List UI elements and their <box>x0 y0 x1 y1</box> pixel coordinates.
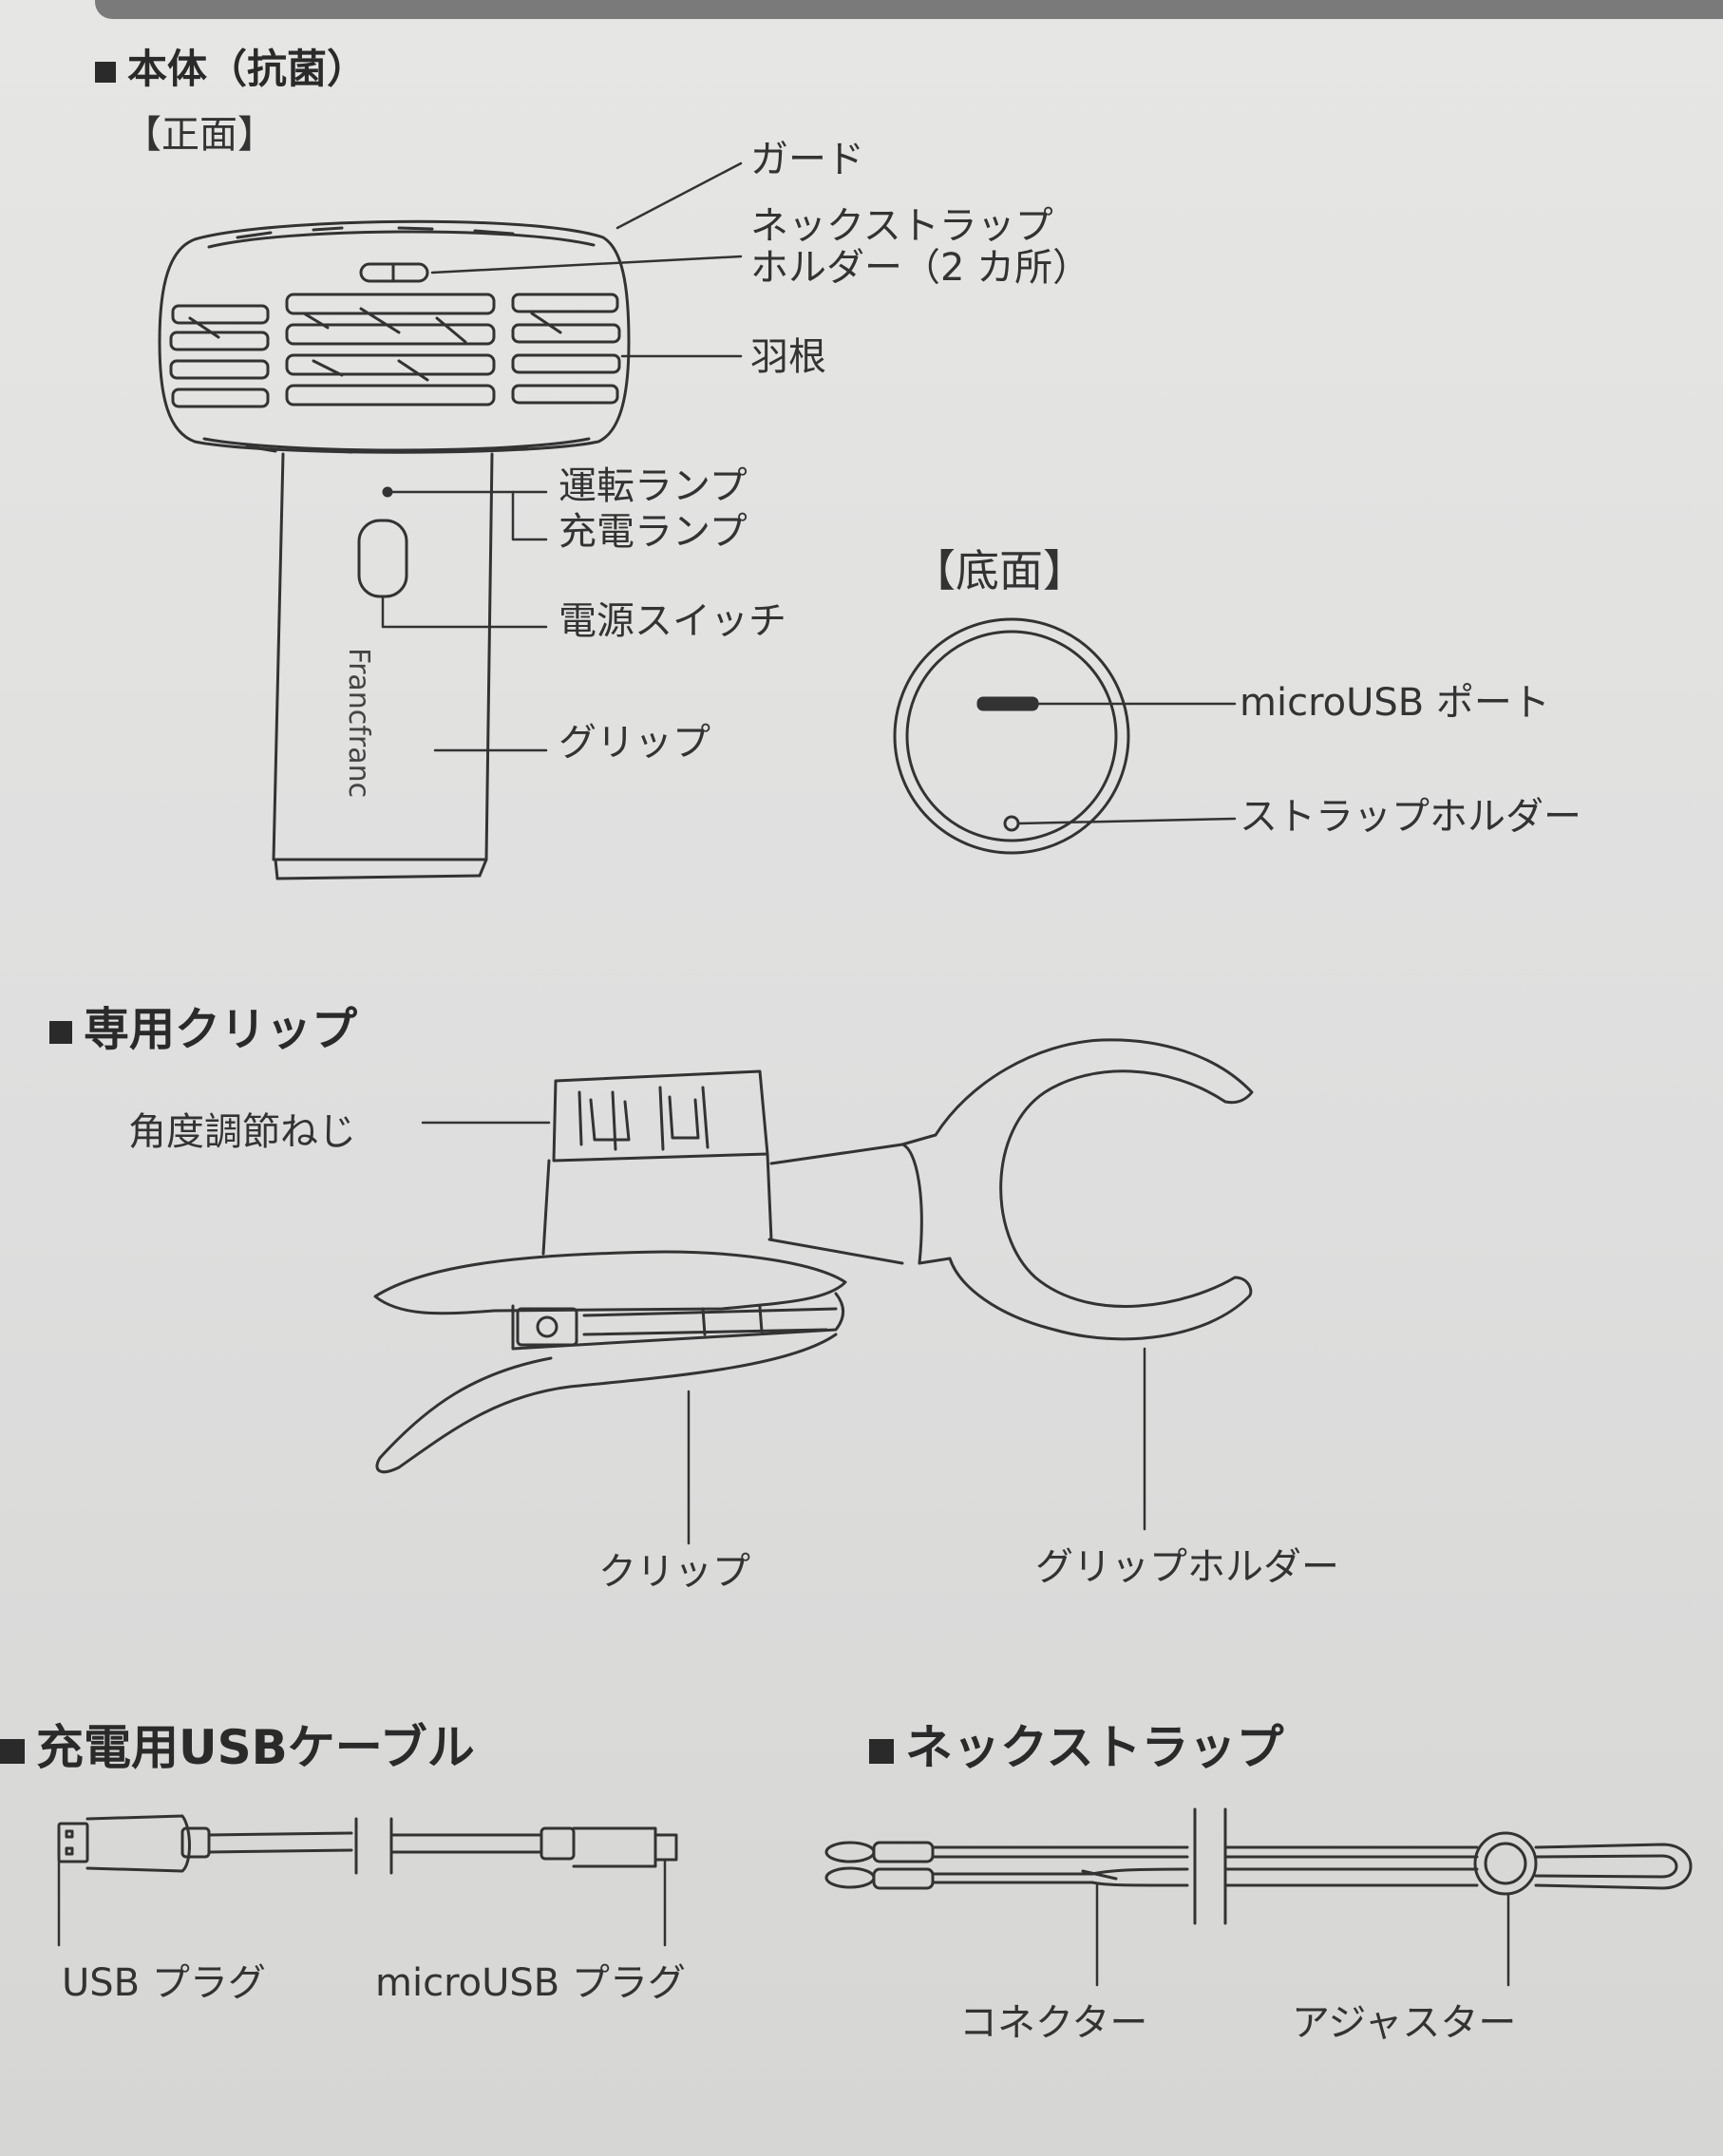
label-guard: ガード <box>750 138 864 181</box>
label-adjuster: アジャスター <box>1292 2001 1517 2045</box>
label-connector: コネクター <box>959 2001 1148 2045</box>
label-blades: 羽根 <box>750 335 826 379</box>
label-strap-holder-line1: ネックストラップ <box>750 204 1053 248</box>
label-charge-lamp: 充電ランプ <box>559 510 748 554</box>
bottom-view-illustration <box>893 617 1237 855</box>
label-angle-screw: 角度調節ねじ <box>128 1110 356 1154</box>
bottom-view-label: 【底面】 <box>912 545 1087 596</box>
label-micro-usb-port: microUSB ポート <box>1240 681 1550 725</box>
heading-usb-cable-text: 充電用USBケーブル <box>36 1720 475 1775</box>
neck-strap-illustration <box>824 1807 1693 1987</box>
label-clip: クリップ <box>598 1550 750 1594</box>
label-strap-holder: ストラップホルダー <box>1240 795 1581 839</box>
bullet-square-icon <box>869 1738 894 1764</box>
label-usb-plug: USB プラグ <box>62 1961 266 2005</box>
heading-main-body-text: 本体（抗菌） <box>127 46 368 92</box>
heading-usb-cable: 充電用USBケーブル <box>0 1724 475 1771</box>
fan-leader-lines <box>381 161 743 752</box>
heading-neck-strap-text: ネックストラップ <box>905 1720 1284 1775</box>
heading-clip: 専用クリップ <box>49 1007 357 1052</box>
clip-illustration <box>373 1038 1254 1545</box>
label-operation-lamp: 運転ランプ <box>559 464 748 508</box>
usb-cable-illustration <box>57 1814 678 1947</box>
front-view-label: 【正面】 <box>123 113 275 157</box>
bullet-square-icon <box>95 61 116 83</box>
fan-front-illustration <box>158 219 631 880</box>
heading-neck-strap: ネックストラップ <box>869 1724 1284 1771</box>
bullet-square-icon <box>0 1738 25 1764</box>
label-strap-holder-line2: ホルダー（2 カ所） <box>750 246 1091 290</box>
label-grip: グリップ <box>559 721 710 765</box>
heading-main-body: 本体（抗菌） <box>95 49 367 89</box>
label-micro-usb-plug: microUSB プラグ <box>375 1961 686 2005</box>
bullet-square-icon <box>49 1021 72 1044</box>
header-bar <box>95 0 1723 19</box>
label-power-switch: 電源スイッチ <box>559 599 786 643</box>
label-grip-holder: グリップホルダー <box>1035 1545 1339 1589</box>
heading-clip-text: 専用クリップ <box>84 1003 358 1056</box>
brand-logo-text: Francfranc <box>342 648 375 799</box>
